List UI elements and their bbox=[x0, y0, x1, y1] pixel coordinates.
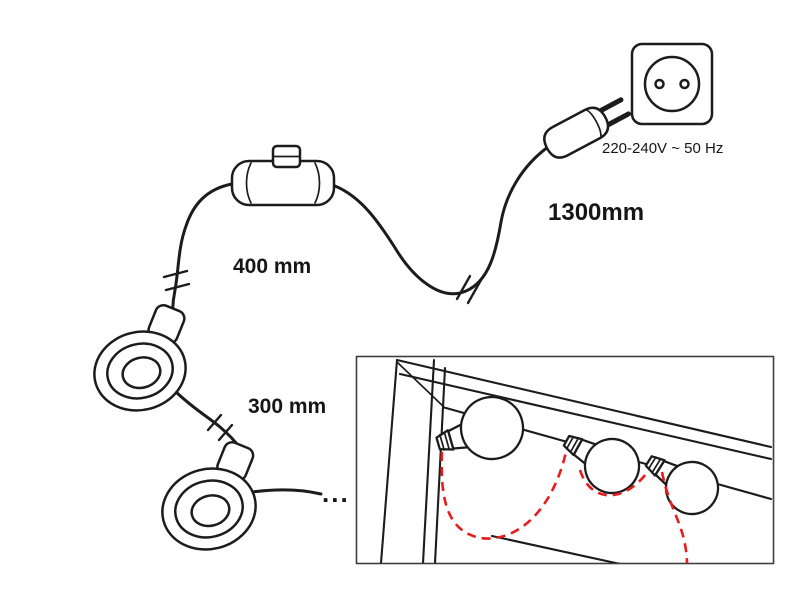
inset-bulb-3 bbox=[644, 455, 720, 516]
cable-break-ticks-1300 bbox=[455, 274, 483, 305]
wall-outlet-icon bbox=[630, 42, 714, 126]
cable-break-ticks-400 bbox=[162, 269, 191, 292]
cable-switch-to-socket1 bbox=[171, 182, 234, 335]
lamp-socket-2-icon bbox=[161, 441, 257, 551]
power-plug-icon bbox=[543, 97, 631, 159]
installation-inset bbox=[355, 355, 775, 565]
hidden-wiring-route bbox=[440, 451, 689, 563]
inset-bulb-2 bbox=[562, 434, 641, 495]
inset-drawing bbox=[379, 358, 773, 563]
cable-plug-to-switch bbox=[333, 145, 550, 296]
continuation-ellipsis: ... bbox=[322, 478, 350, 508]
cable-length-1300-label: 1300mm bbox=[548, 199, 645, 226]
cable-continuation bbox=[250, 488, 323, 496]
inset-bulb-1 bbox=[435, 395, 525, 461]
inline-switch-icon bbox=[230, 144, 336, 207]
cable-break-ticks-300 bbox=[206, 413, 234, 442]
cable-length-300-label: 300 mm bbox=[248, 395, 327, 418]
voltage-label: 220-240V ~ 50 Hz bbox=[602, 140, 724, 157]
cable-length-400-label: 400 mm bbox=[233, 255, 312, 278]
lamp-socket-1-icon bbox=[93, 303, 187, 412]
